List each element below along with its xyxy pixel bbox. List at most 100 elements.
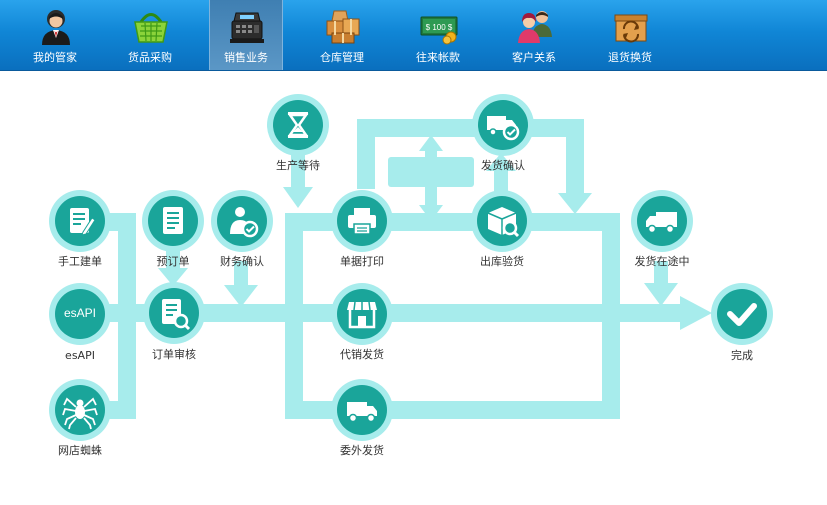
main-trunk-track [190, 304, 680, 322]
node-document-print[interactable] [331, 190, 393, 252]
main-toolbar: 我的管家 货品采购 销售业务 仓库管理 [0, 0, 827, 71]
node-disc [478, 100, 528, 150]
money-note-text: $ 100 $ [426, 23, 453, 32]
node-label-complete: 完成 [731, 349, 753, 362]
node-disc [148, 196, 198, 246]
trunk-arrow-head [680, 296, 712, 330]
tab-crm[interactable]: 客户关系 [497, 0, 571, 70]
double-arrow-down [419, 205, 443, 221]
transit-truck-icon [646, 212, 677, 234]
storefront-icon [347, 301, 377, 329]
printer-icon [348, 208, 376, 235]
loop-arrow-head [558, 193, 592, 214]
spider-icon [62, 397, 98, 430]
shipconf-arrow-head [486, 153, 516, 171]
node-disc [337, 196, 387, 246]
node-label-order-review: 订单审核 [152, 348, 196, 361]
right-vertical-track [602, 213, 620, 419]
loop-right-track [566, 119, 584, 197]
node-in-transit[interactable] [631, 190, 693, 252]
hourglass-icon [287, 112, 309, 138]
node-label-outsourced: 委外发货 [340, 444, 384, 457]
outbound-right-track [525, 213, 620, 231]
node-label-esapi: esAPI [65, 349, 95, 362]
manual-order-icon [70, 208, 96, 236]
node-web-spider[interactable] [49, 379, 111, 441]
tab-label: 销售业务 [224, 51, 268, 64]
shopping-basket-icon [134, 13, 168, 43]
truck-check-icon [487, 116, 520, 141]
node-shipment-confirm[interactable] [472, 94, 534, 156]
print-outbound-track [380, 213, 490, 231]
tab-label: 我的管家 [33, 51, 77, 64]
tab-warehouse[interactable]: 仓库管理 [305, 0, 379, 70]
package-search-icon [487, 207, 520, 238]
transit-arrow-track [654, 261, 668, 285]
check-icon [727, 303, 757, 326]
node-preorder[interactable] [142, 190, 204, 252]
tab-purchase[interactable]: 货品采购 [113, 0, 187, 70]
manual-connector [105, 213, 136, 231]
node-disc [337, 385, 387, 435]
node-disc [637, 196, 687, 246]
tab-label: 仓库管理 [320, 51, 364, 64]
node-label-finance-confirm: 财务确认 [220, 255, 264, 268]
tab-label: 客户关系 [512, 51, 556, 64]
node-outbound-inspection[interactable] [471, 190, 533, 252]
node-complete[interactable] [711, 283, 773, 345]
spider-connector [105, 401, 136, 419]
node-finance-confirm[interactable] [211, 190, 273, 252]
branch-to-outsource [285, 401, 345, 419]
node-disc: esAPI [55, 289, 105, 339]
node-production-waiting[interactable] [267, 94, 329, 156]
document-icon [163, 207, 183, 234]
cash-notes-icon: $ 100 $ [420, 16, 458, 45]
flow-connectors [105, 119, 712, 419]
node-label-shipment-confirm: 发货确认 [481, 159, 525, 172]
tab-my-butler[interactable]: 我的管家 [18, 0, 92, 70]
finance-arrow-track [234, 261, 248, 287]
boxes-icon [326, 10, 360, 44]
outsource-right-track [380, 401, 620, 419]
node-disc [149, 288, 199, 338]
tab-label: 货品采购 [128, 51, 172, 64]
node-manual-order[interactable] [49, 190, 111, 252]
cash-register-icon [230, 12, 264, 43]
node-outsourced[interactable] [331, 379, 393, 441]
order-review-icon [162, 299, 191, 331]
tab-returns[interactable]: 退货换货 [593, 0, 667, 70]
node-label-web-spider: 网店蜘蛛 [58, 444, 102, 457]
node-disc [477, 196, 527, 246]
node-disc [337, 289, 387, 339]
node-label-manual-order: 手工建单 [58, 255, 102, 268]
node-label-production-waiting: 生产等待 [276, 159, 320, 172]
tab-label: 往来帐款 [416, 51, 460, 64]
node-consignment[interactable] [331, 283, 393, 345]
finance-confirm-icon [230, 207, 259, 238]
node-disc [55, 196, 105, 246]
finance-arrow-head [224, 285, 258, 307]
node-disc [273, 100, 323, 150]
node-esapi[interactable]: esAPI [49, 283, 111, 345]
loop-top-left [357, 119, 482, 137]
node-disc [717, 289, 767, 339]
node-label-in-transit: 发货在途中 [634, 255, 690, 268]
people-icon [518, 11, 552, 43]
branch-to-print [285, 213, 345, 231]
sales-flow-diagram: 手工建单 esAPI esAPI 网店蜘蛛 预订单 [0, 71, 827, 505]
node-order-review[interactable] [143, 282, 205, 344]
branch-vertical-track [285, 213, 303, 419]
transit-arrow-head [644, 283, 678, 306]
tab-accounts[interactable]: $ 100 $ 往来帐款 [401, 0, 475, 70]
preorder-arrow-head [158, 268, 188, 286]
node-label-outbound-inspection: 出库验货 [480, 255, 524, 268]
node-disc [217, 196, 267, 246]
shipconf-arrow-track [494, 169, 508, 191]
tab-label: 退货换货 [608, 51, 652, 64]
waiting-arrow-track [291, 149, 305, 189]
tab-sales[interactable]: 销售业务 [209, 0, 283, 70]
truck-icon [347, 402, 377, 423]
action-box[interactable] [388, 157, 474, 187]
node-label-preorder: 预订单 [156, 255, 190, 268]
node-label-document-print: 单据打印 [340, 255, 384, 268]
